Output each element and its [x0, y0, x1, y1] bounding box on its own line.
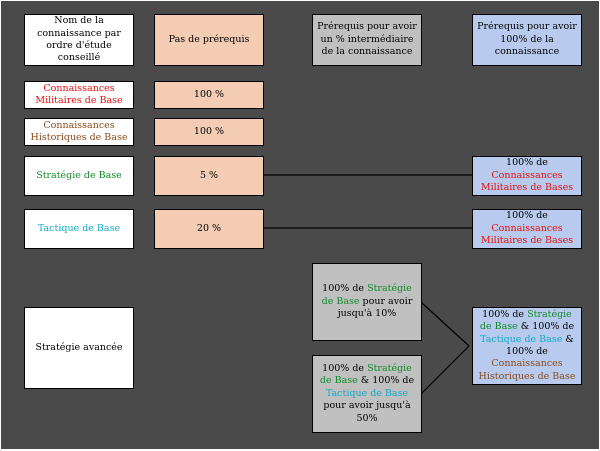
name-strategie-de-base-text: Stratégie de Base — [36, 169, 122, 181]
full-prereq-text: 100% de — [506, 346, 548, 357]
header-no-prereq-text: Pas de prérequis — [168, 33, 250, 45]
name-tactique-de-base-text: Tactique de Base — [37, 222, 121, 234]
full-prereq-ref-strategie: Stratégie de Base — [479, 308, 572, 333]
intermediate-prereq-1: 100% de Stratégie de Base pour avoir jus… — [312, 263, 422, 341]
intermediate-prereq-2: 100% de Stratégie de Base & 100% de Tact… — [312, 355, 422, 433]
name-connaissances-historiques: Connaissances Historiques de Base — [24, 118, 134, 146]
full-prereq-ref: Connaissances Militaires de Bases — [480, 169, 574, 194]
header-intermediate: Prérequis pour avoir un % intermédiaire … — [312, 14, 422, 66]
no-prereq-connaissances-militaires: 100 % — [154, 81, 264, 109]
full-prereq-text: 100% de — [506, 210, 548, 222]
header-full: Prérequis pour avoir 100% de la connaiss… — [472, 14, 582, 66]
full-prereq-text: 100% de — [506, 157, 548, 169]
full-prereq-text: & — [565, 333, 574, 345]
intermediate-ref-tactique: Tactique de Base — [325, 387, 409, 399]
header-full-text: Prérequis pour avoir 100% de la connaiss… — [477, 21, 577, 58]
name-strategie-avancee: Stratégie avancée — [24, 307, 134, 389]
header-no-prereq: Pas de prérequis — [154, 14, 264, 66]
full-prereq-ref-historiques: Connaissances Historiques de Base — [478, 358, 576, 382]
intermediate-ref-strategie: Stratégie de Base — [319, 363, 412, 387]
no-prereq-strategie-de-base: 5 % — [154, 156, 264, 196]
full-prereq-strategie-avancee: 100% de Stratégie de Base & 100% de Tact… — [472, 307, 582, 385]
full-prereq-strategie-de-base: 100% de Connaissances Militaires de Base… — [472, 156, 582, 196]
no-prereq-tactique-de-base: 20 % — [154, 209, 264, 249]
header-intermediate-text: Prérequis pour avoir un % intermédiaire … — [317, 21, 417, 58]
name-connaissances-militaires: Connaissances Militaires de Base — [24, 81, 134, 109]
no-prereq-value: 5 % — [199, 169, 219, 181]
no-prereq-value: 20 % — [196, 222, 222, 234]
header-name-text: Nom de la connaissance par ordre d'étude… — [37, 15, 121, 64]
intermediate-text: pour avoir jusqu'à 10% — [337, 295, 413, 320]
name-connaissances-militaires-text: Connaissances Militaires de Base — [35, 82, 123, 106]
intermediate-ref-strategie: Stratégie de Base — [321, 283, 412, 307]
name-tactique-de-base: Tactique de Base — [24, 209, 134, 249]
intermediate-text: pour avoir jusqu'à 50% — [323, 400, 411, 424]
connector-intermediate-1 — [421, 302, 470, 347]
full-prereq-text: & 100% de — [520, 321, 575, 333]
intermediate-text: 100% de — [322, 283, 365, 295]
no-prereq-connaissances-historiques: 100 % — [154, 118, 264, 146]
intermediate-text: & 100% de — [360, 375, 415, 387]
no-prereq-value: 100 % — [193, 88, 225, 100]
connector-intermediate-2 — [421, 345, 470, 394]
header-name: Nom de la connaissance par ordre d'étude… — [24, 14, 134, 66]
full-prereq-ref-tactique: Tactique de Base — [480, 333, 563, 345]
name-strategie-de-base: Stratégie de Base — [24, 156, 134, 196]
full-prereq-text: 100% de — [482, 308, 525, 320]
intermediate-text: 100% de — [322, 363, 365, 375]
full-prereq-tactique-de-base: 100% de Connaissances Militaires de Base… — [472, 209, 582, 249]
name-connaissances-historiques-text: Connaissances Historiques de Base — [30, 119, 128, 143]
no-prereq-value: 100 % — [193, 125, 225, 137]
full-prereq-ref: Connaissances Militaires de Bases — [480, 222, 574, 247]
name-strategie-avancee-text: Stratégie avancée — [35, 341, 123, 353]
